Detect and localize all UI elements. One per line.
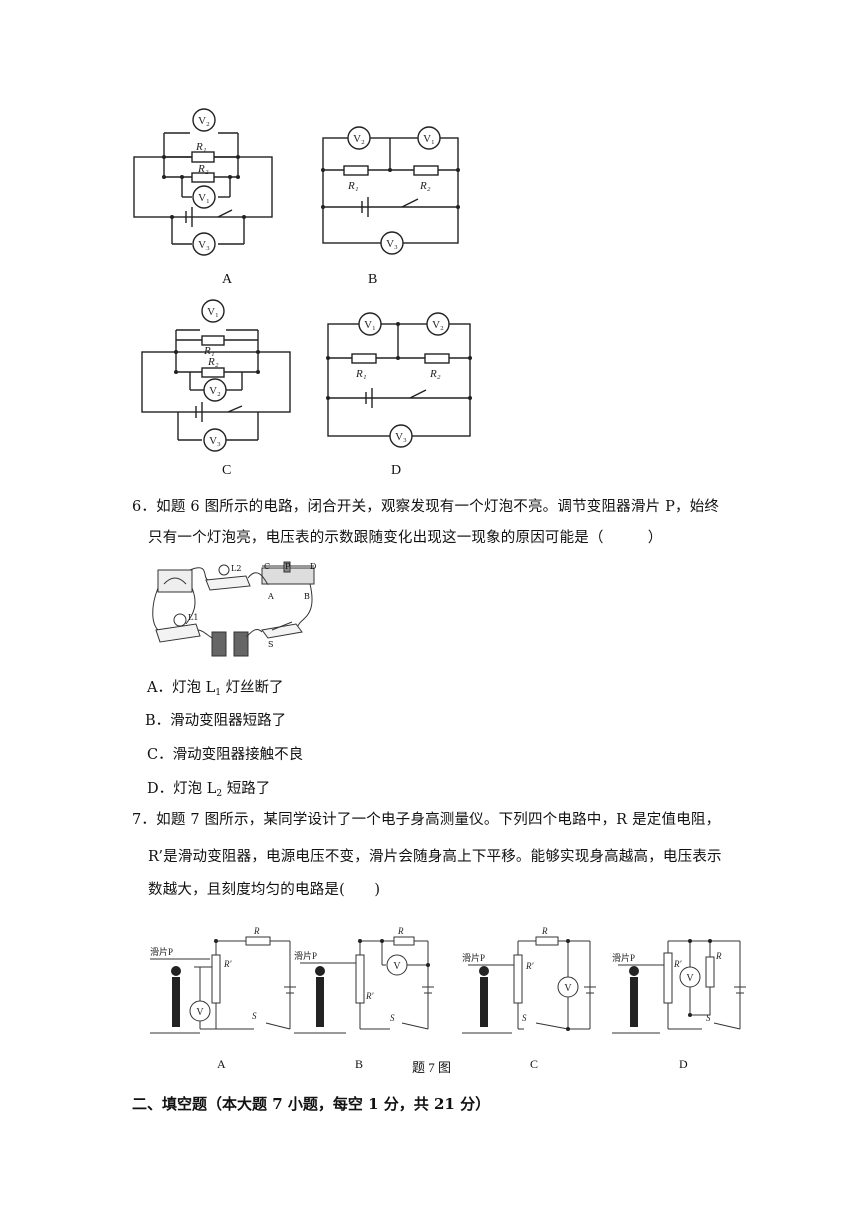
svg-text:滑片P: 滑片P	[462, 952, 485, 963]
q6-option-c: C．滑动变阻器接触不良	[147, 747, 304, 763]
svg-text:R': R'	[223, 959, 232, 969]
svg-text:V₃: V₃	[395, 431, 407, 443]
svg-text:R': R'	[365, 991, 374, 1001]
svg-text:R: R	[715, 951, 722, 961]
svg-text:R₂: R₂	[197, 163, 209, 175]
svg-text:滑片P: 滑片P	[150, 946, 173, 957]
svg-text:V₃: V₃	[198, 239, 210, 251]
q5-label-d: D	[391, 463, 402, 478]
svg-text:R₁: R₁	[347, 180, 359, 192]
svg-text:R': R'	[673, 959, 682, 969]
q6-fig-label-p: P	[285, 562, 291, 571]
svg-text:滑片P: 滑片P	[294, 950, 317, 961]
svg-text:R₁: R₁	[203, 345, 215, 357]
svg-text:V₁: V₁	[423, 133, 435, 145]
svg-text:R₂: R₂	[207, 356, 219, 368]
svg-text:S: S	[706, 1013, 711, 1023]
svg-text:V₁: V₁	[198, 192, 210, 204]
q7-label-d: D	[679, 1057, 688, 1071]
q5-label-b: B	[368, 272, 378, 287]
svg-text:V₁: V₁	[207, 306, 219, 318]
svg-text:R: R	[397, 926, 404, 936]
q6-option-b: B．滑动变阻器短路了	[145, 713, 287, 729]
q7-label-b: B	[355, 1057, 364, 1071]
q6-option-d: D．灯泡 L2 短路了	[147, 781, 271, 799]
q6-line-2: 只有一个灯泡亮，电压表的示数跟随变化出现这一现象的原因可能是（ ）	[148, 530, 663, 546]
svg-text:V₂: V₂	[353, 133, 365, 145]
q7-figure-caption: 题 7 图	[412, 1060, 452, 1075]
svg-text:V₃: V₃	[209, 435, 221, 447]
svg-text:R₂: R₂	[429, 368, 441, 380]
q7-line-3: 数越大，且刻度均匀的电路是( )	[148, 882, 381, 898]
svg-text:R₁: R₁	[355, 368, 367, 380]
q7-label-c: C	[530, 1057, 539, 1071]
svg-text:S: S	[252, 1011, 257, 1021]
svg-text:R': R'	[525, 961, 534, 971]
svg-text:V: V	[196, 1007, 204, 1018]
q6-fig-label-l1: L1	[188, 613, 199, 622]
svg-text:R₂: R₂	[419, 180, 431, 192]
q7-line-1: 7．如题 7 图所示，某同学设计了一个电子身高测量仪。下列四个电路中，R 是定值…	[132, 812, 721, 828]
q7-label-a: A	[217, 1057, 226, 1071]
svg-text:R: R	[541, 926, 548, 936]
svg-text:滑片P: 滑片P	[612, 952, 635, 963]
svg-text:S: S	[522, 1013, 527, 1023]
svg-text:V₂: V₂	[432, 319, 444, 331]
q7-line-2: R’是滑动变阻器，电源电压不变，滑片会随身高上下平移。能够实现身高越高，电压表示	[148, 849, 722, 865]
q6-fig-label-d: D	[310, 562, 317, 571]
svg-text:V₂: V₂	[209, 385, 221, 397]
q6-fig-label-l2: L2	[231, 564, 242, 573]
q6-line-1: 6．如题 6 图所示的电路，闭合开关，观察发现有一个灯泡不亮。调节变阻器滑片 P…	[132, 499, 720, 515]
svg-text:R: R	[253, 926, 260, 936]
section-2-title: 二、填空题（本大题 7 小题，每空 1 分，共 21 分）	[132, 1095, 491, 1113]
svg-text:R₁: R₁	[195, 141, 207, 153]
svg-text:V₃: V₃	[386, 238, 398, 250]
svg-text:V: V	[393, 961, 401, 972]
svg-text:S: S	[390, 1013, 395, 1023]
svg-text:V₂: V₂	[198, 115, 210, 127]
q6-option-a: A．灯泡 L1 灯丝断了	[147, 680, 284, 698]
q6-fig-label-b: B	[304, 592, 310, 601]
svg-text:V: V	[564, 983, 572, 994]
svg-text:V: V	[686, 973, 694, 984]
svg-text:V₁: V₁	[364, 319, 376, 331]
q6-physical-circuit	[152, 561, 315, 657]
q6-fig-label-c: C	[264, 562, 271, 571]
q5-label-c: C	[222, 463, 232, 478]
q7-circuit-diagrams: 滑片P 滑片P 滑片P 滑片P R R' S R R' S R R' S R' R S V V V…	[150, 926, 746, 1034]
q6-fig-label-s: S	[268, 640, 274, 649]
q6-fig-label-a: A	[268, 592, 274, 601]
q5-label-a: A	[222, 272, 233, 287]
